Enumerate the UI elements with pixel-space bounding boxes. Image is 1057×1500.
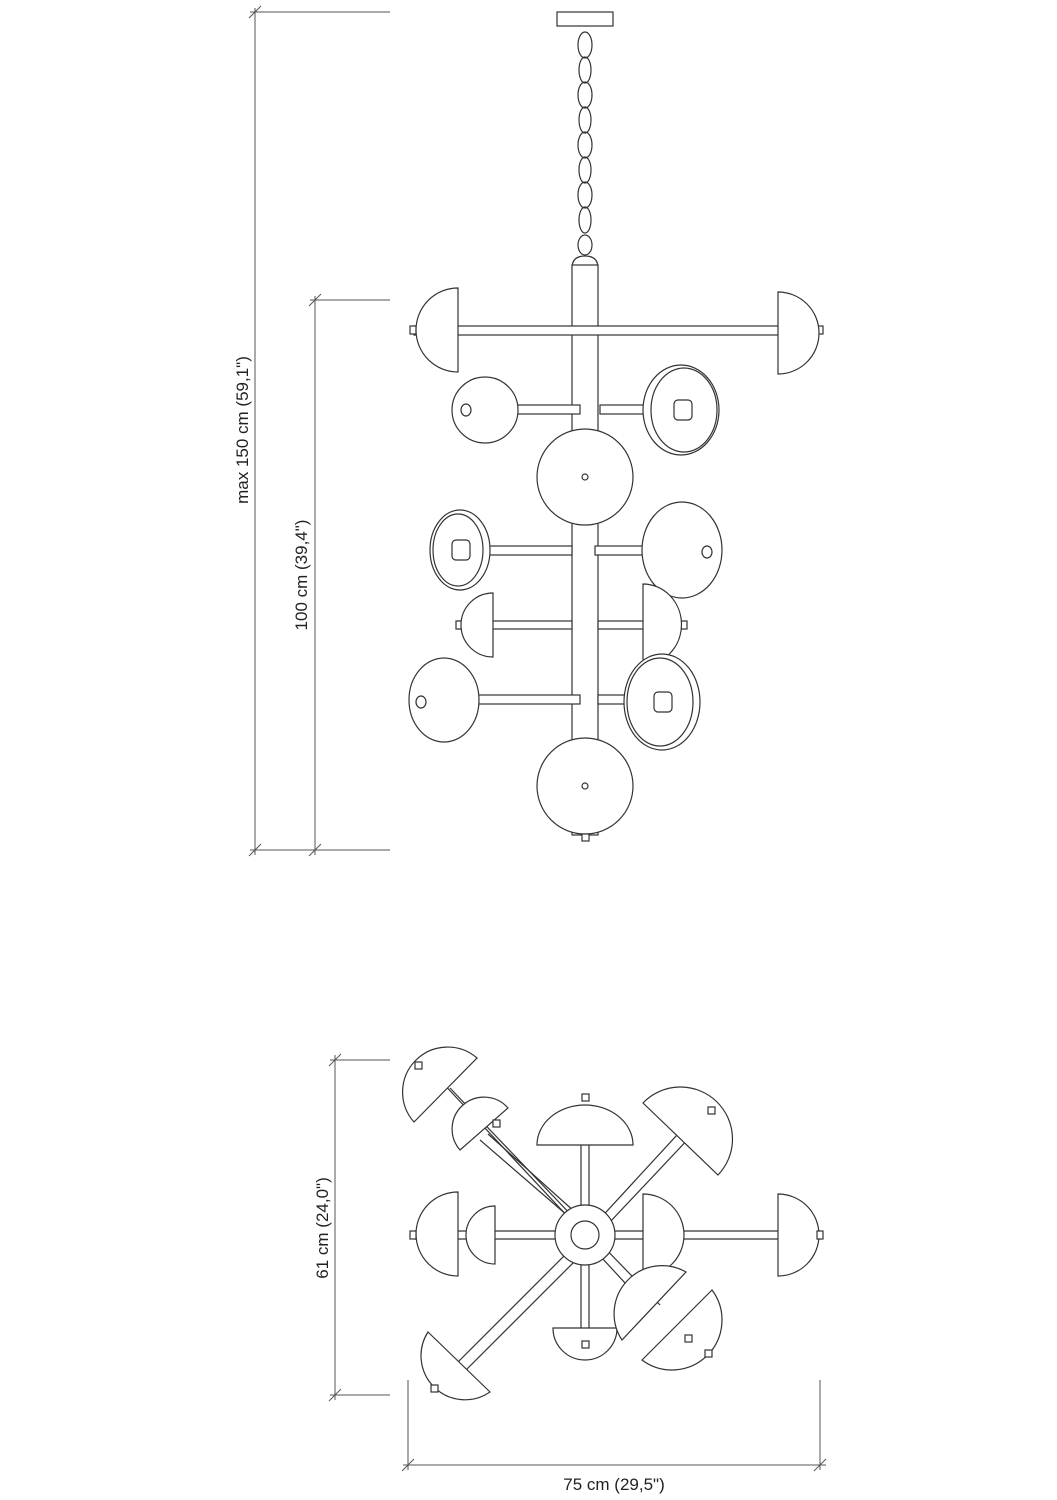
- dimension-width: 75 cm (29,5"): [401, 1380, 827, 1494]
- dimension-body-height: 100 cm (39,4"): [292, 293, 390, 857]
- dimension-max-height: max 150 cm (59,1"): [233, 5, 390, 857]
- body-height-label: 100 cm (39,4"): [292, 520, 311, 631]
- dimension-depth: 61 cm (24,0"): [313, 1053, 390, 1402]
- max-height-label: max 150 cm (59,1"): [233, 356, 252, 504]
- width-label: 75 cm (29,5"): [563, 1475, 664, 1494]
- chain: [577, 31, 593, 256]
- depth-label: 61 cm (24,0"): [313, 1177, 332, 1278]
- top-view: [402, 1046, 824, 1401]
- front-view: [408, 11, 824, 842]
